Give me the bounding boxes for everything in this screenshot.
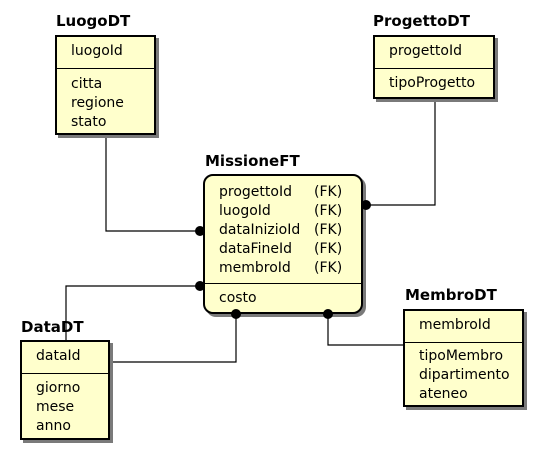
relationship-dot-membro xyxy=(323,309,333,319)
attribute: progettoId xyxy=(389,43,462,59)
entity-data[interactable]: dataId giorno mese anno xyxy=(20,340,110,440)
entity-data-keys: dataId xyxy=(22,342,108,373)
fk-tag: (FK) xyxy=(314,184,343,200)
attribute: regione xyxy=(71,95,124,111)
attribute: dipartimento xyxy=(419,367,510,383)
attribute: tipoProgetto xyxy=(389,75,476,91)
attribute: anno xyxy=(36,418,71,434)
fk-tag: (FK) xyxy=(314,260,343,276)
fk-attribute-row: luogoId (FK) xyxy=(219,202,347,221)
fk-tag: (FK) xyxy=(314,203,343,219)
entity-luogo-attributes: citta regione stato xyxy=(57,68,154,132)
attribute: citta xyxy=(71,76,103,92)
attribute: luogoId xyxy=(71,43,123,59)
entity-title-missione: MissioneFT xyxy=(205,152,300,170)
entity-missione-keys: progettoId (FK) luogoId (FK) dataInizioI… xyxy=(205,176,361,283)
attribute: membroId xyxy=(219,260,291,276)
entity-membro-attributes: tipoMembro dipartimento ateneo xyxy=(405,342,522,404)
relationship-dot-luogo xyxy=(195,226,205,236)
entity-progetto-keys: progettoId xyxy=(375,37,493,68)
attribute: mese xyxy=(36,399,75,415)
line-luogo-missione xyxy=(105,135,200,232)
attribute: stato xyxy=(71,114,107,130)
attribute: costo xyxy=(219,290,257,306)
entity-luogo-keys: luogoId xyxy=(57,37,154,68)
entity-progetto-attributes: tipoProgetto xyxy=(375,68,493,93)
attribute: membroId xyxy=(419,317,491,333)
fk-tag: (FK) xyxy=(314,222,343,238)
line-membro-missione xyxy=(327,314,403,346)
attribute: luogoId xyxy=(219,203,271,219)
entity-missione[interactable]: progettoId (FK) luogoId (FK) dataInizioI… xyxy=(203,174,363,314)
attribute: tipoMembro xyxy=(419,348,504,364)
attribute: progettoId xyxy=(219,184,292,200)
entity-title-membro: MembroDT xyxy=(405,286,497,304)
relationship-dot-data-left xyxy=(195,281,205,291)
fk-attribute-row: progettoId (FK) xyxy=(219,183,347,202)
entity-progetto[interactable]: progettoId tipoProgetto xyxy=(373,35,495,99)
fk-attribute-row: membroId (FK) xyxy=(219,259,347,278)
relationship-dot-data-bottom xyxy=(231,309,241,319)
entity-data-attributes: giorno mese anno xyxy=(22,373,108,436)
entity-missione-attributes: costo xyxy=(205,283,361,308)
relationship-dot-progetto xyxy=(361,200,371,210)
fk-attribute-row: dataInizioId (FK) xyxy=(219,221,347,240)
entity-title-progetto: ProgettoDT xyxy=(373,12,470,30)
entity-luogo[interactable]: luogoId citta regione stato xyxy=(55,35,156,135)
line-data-missione-bottom xyxy=(110,314,237,363)
attribute: dataId xyxy=(36,348,81,364)
entity-title-luogo: LuogoDT xyxy=(56,12,131,30)
line-progetto-missione xyxy=(366,99,436,206)
attribute: ateneo xyxy=(419,386,468,402)
entity-membro-keys: membroId xyxy=(405,311,522,342)
entity-title-data: DataDT xyxy=(21,318,84,336)
attribute: giorno xyxy=(36,380,81,396)
fk-tag: (FK) xyxy=(314,241,343,257)
attribute: dataInizioId xyxy=(219,222,301,238)
entity-membro[interactable]: membroId tipoMembro dipartimento ateneo xyxy=(403,309,524,407)
attribute: dataFineId xyxy=(219,241,292,257)
fk-attribute-row: dataFineId (FK) xyxy=(219,240,347,259)
line-data-missione-costo xyxy=(65,285,200,340)
